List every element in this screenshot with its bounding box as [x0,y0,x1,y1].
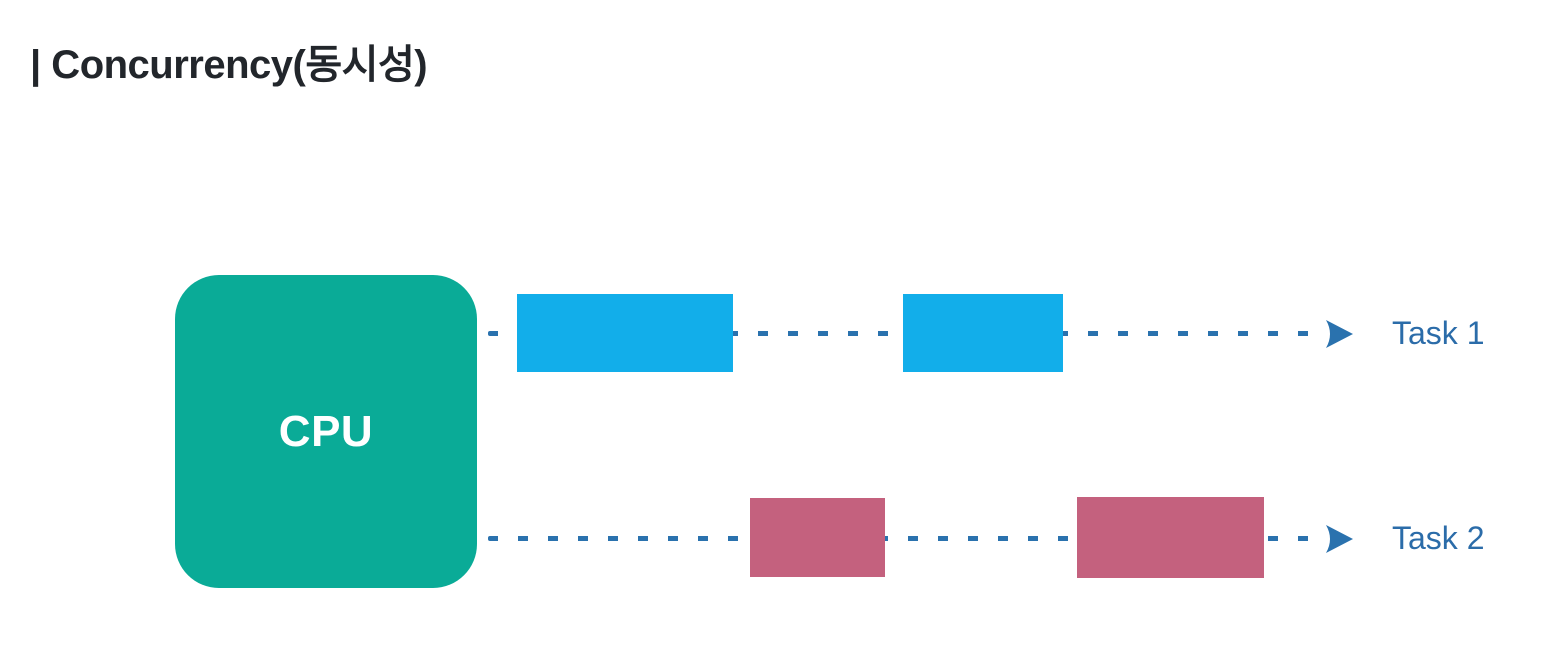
task1-execution-block-1 [517,294,733,372]
task2-execution-block-2 [1077,497,1264,578]
task2-dashed-timeline [488,536,1322,541]
cpu-box: CPU [175,275,477,588]
task2-label: Task 2 [1392,520,1485,556]
task1-arrowhead-icon [1326,320,1353,348]
task1-execution-block-2 [903,294,1063,372]
task2-execution-block-1 [750,498,885,577]
task2-arrowhead-icon [1326,525,1353,553]
cpu-label: CPU [278,406,374,456]
page-title: | Concurrency(동시성) [30,43,428,87]
task1-label: Task 1 [1392,315,1485,351]
